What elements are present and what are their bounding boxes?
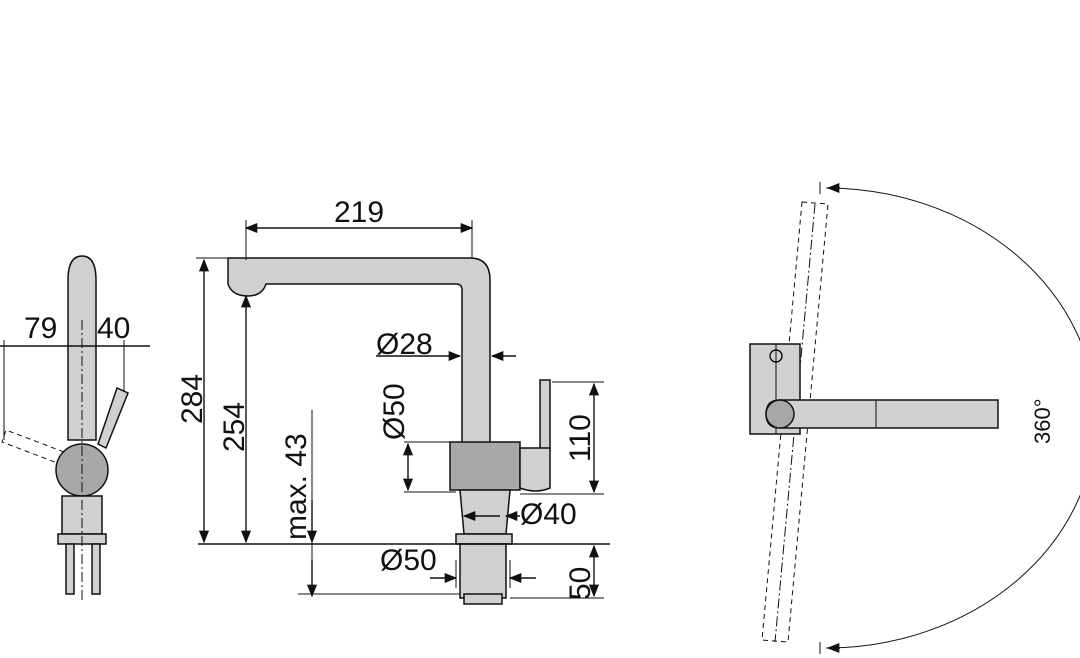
front-dim-shank-length: 50 xyxy=(564,567,597,600)
front-dim-shank-diameter: Ø50 xyxy=(380,544,437,577)
front-dim-width: 219 xyxy=(334,196,384,229)
front-dim-base-diameter: Ø40 xyxy=(520,498,577,531)
front-base xyxy=(459,489,511,535)
front-shank-nut xyxy=(463,593,503,605)
side-dim-left: 79 xyxy=(24,312,57,345)
front-spout xyxy=(227,257,491,445)
front-dim-spout-height: 254 xyxy=(218,402,251,452)
top-spout xyxy=(765,399,999,429)
front-lever xyxy=(539,379,551,451)
front-shank xyxy=(459,543,507,599)
front-dim-body-diameter: Ø50 xyxy=(378,383,411,440)
side-lever-forward xyxy=(97,386,129,450)
front-dim-total-height: 284 xyxy=(176,374,209,424)
side-lever-back xyxy=(1,429,65,465)
top-rotation-arc xyxy=(825,187,1080,649)
front-dim-lever-height: 110 xyxy=(564,414,597,462)
front-view: 219 284 254 max. 43 Ø28 Ø50 110 Ø40 xyxy=(176,196,610,605)
front-flange xyxy=(455,533,513,545)
top-body xyxy=(765,399,795,429)
side-view: 79 40 xyxy=(0,255,150,600)
side-dim-right: 40 xyxy=(97,312,130,345)
front-lever-knob xyxy=(519,447,551,492)
top-dim-rotation: 360° xyxy=(1030,398,1055,444)
front-body xyxy=(449,441,521,491)
front-dim-spout-diameter: Ø28 xyxy=(376,328,433,361)
side-shank-right xyxy=(91,543,101,595)
top-mount-hole xyxy=(769,349,783,363)
top-view: 360° xyxy=(749,182,1080,654)
front-dim-max-deck: max. 43 xyxy=(280,433,313,540)
side-shank-left xyxy=(65,543,75,595)
